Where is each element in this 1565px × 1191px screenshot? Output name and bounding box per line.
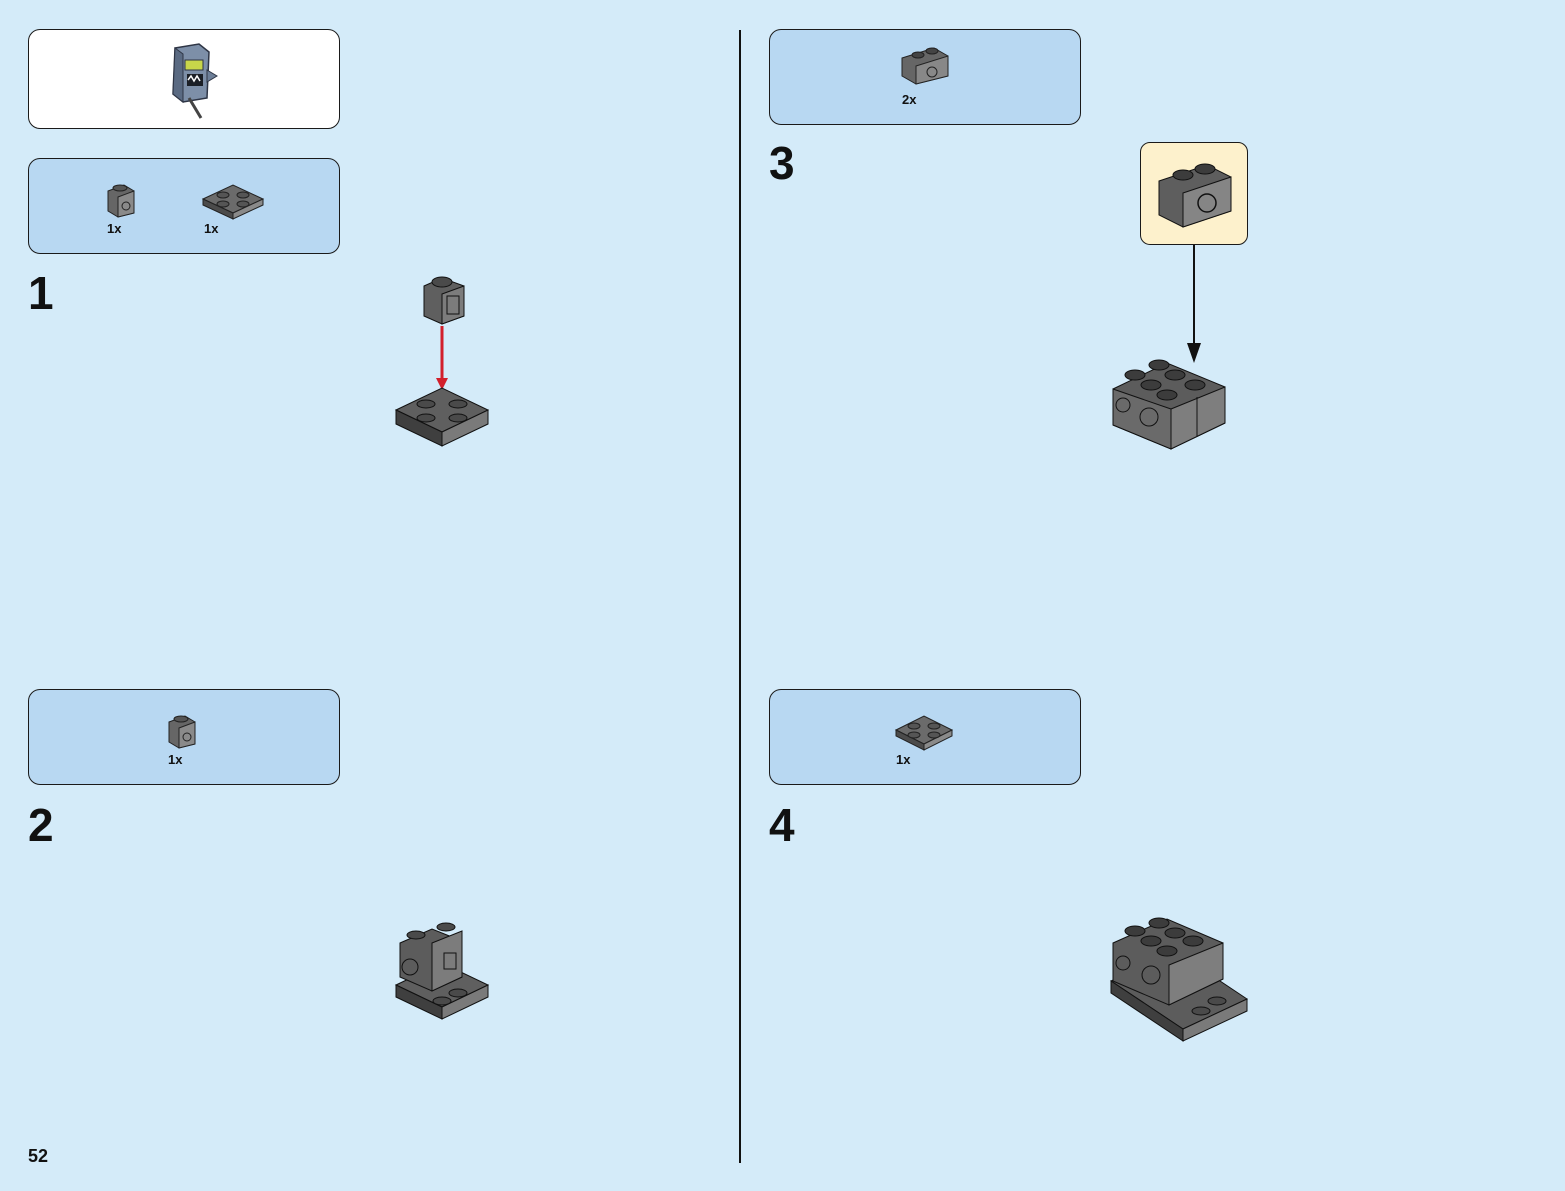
step-number: 2 <box>28 799 54 851</box>
part-qty: 1x <box>204 221 219 236</box>
step-4-parts-box: 1x <box>769 689 1081 785</box>
step-1-assembly <box>394 276 490 447</box>
step-4-assembly <box>1109 917 1249 1042</box>
step-number: 3 <box>769 137 795 189</box>
submodel-box <box>28 29 340 129</box>
monster-minifig-icon <box>172 43 218 119</box>
page-number: 52 <box>28 1146 49 1166</box>
step-2-assembly <box>394 922 490 1020</box>
plate-2x2-icon <box>201 184 265 220</box>
step-3-assembly <box>1112 359 1226 450</box>
step-number: 1 <box>28 267 54 319</box>
technic-brick-1x2-hole-icon <box>901 47 949 85</box>
part-qty: 1x <box>168 752 183 767</box>
step-2-parts-box: 1x <box>28 689 340 785</box>
technic-brick-1x2-hole-icon <box>1158 163 1232 228</box>
arrow-down-icon <box>1187 245 1201 363</box>
step-3-parts-box: 2x <box>769 29 1081 125</box>
plate-2x2-icon <box>894 715 954 751</box>
step-number: 4 <box>769 799 795 851</box>
page-divider <box>739 30 741 1163</box>
part-qty: 1x <box>107 221 122 236</box>
step-1-parts-box: 1x 1x <box>28 158 340 254</box>
part-qty: 2x <box>902 92 917 107</box>
part-qty: 1x <box>896 752 911 767</box>
brick-1x1-headlight-icon <box>107 184 135 218</box>
callout-box <box>1140 142 1248 245</box>
brick-1x1-headlight-icon <box>168 715 196 749</box>
